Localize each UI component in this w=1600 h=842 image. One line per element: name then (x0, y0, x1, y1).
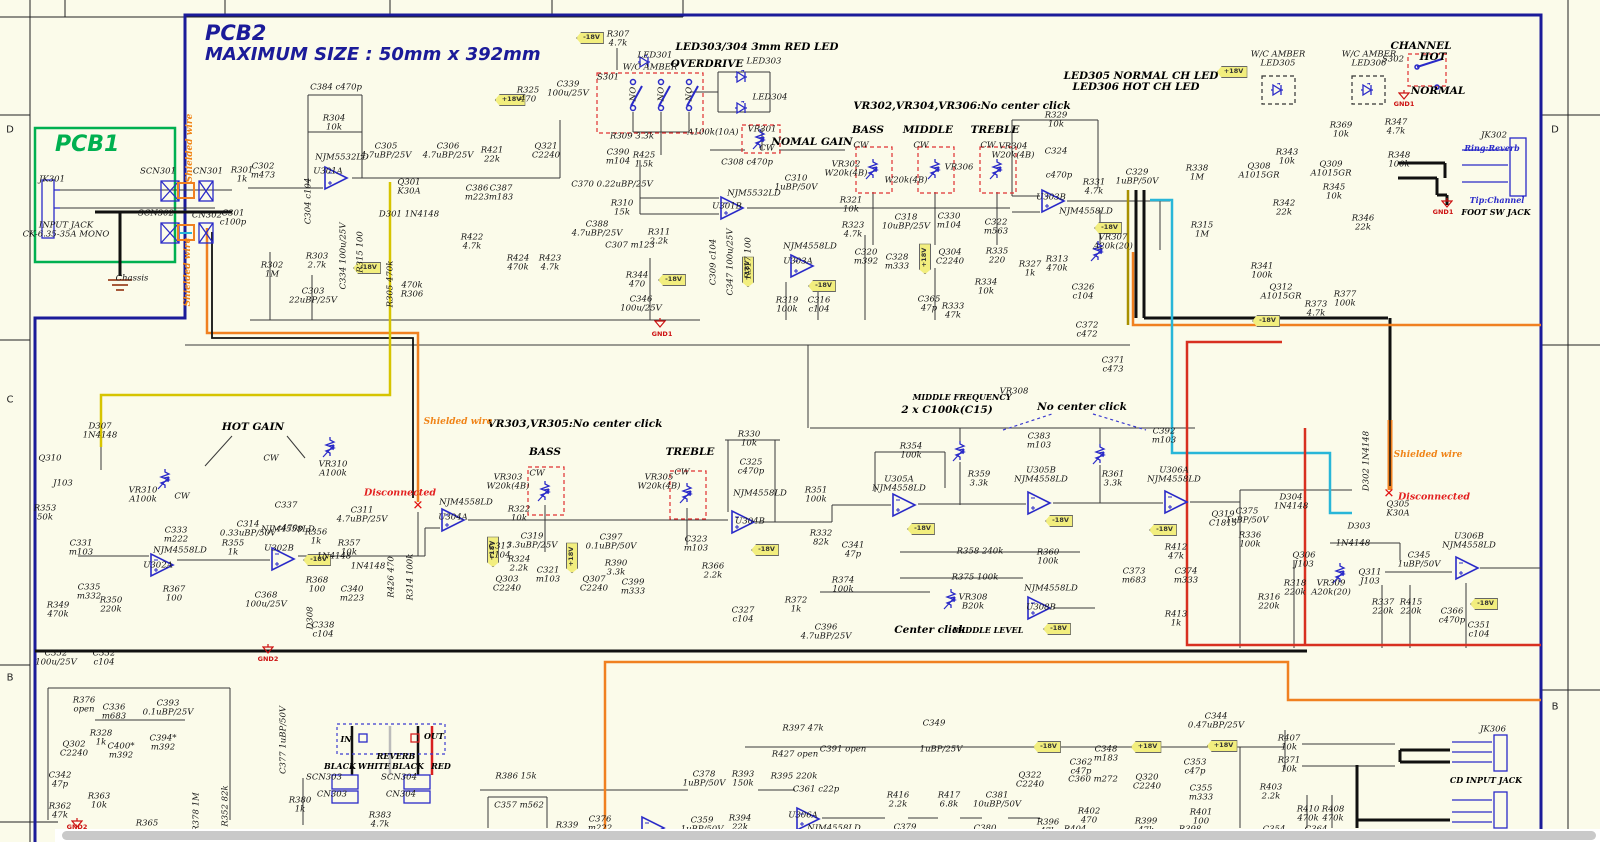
wire-network (47, 48, 1541, 828)
grid-reference-letter: D (1551, 124, 1559, 136)
pcb1-border (33, 126, 177, 264)
connector-symbols (41, 137, 1527, 829)
switch-symbols (629, 58, 1443, 112)
led-dashed-boxes (1261, 75, 1386, 105)
thick-black-wires (35, 161, 1450, 828)
connector-shells (177, 182, 420, 743)
ground-symbols (71, 90, 1453, 828)
grid-reference-letter: B (6, 672, 14, 684)
grid-reference-letter: D (6, 124, 14, 136)
signal-wire-red (1185, 340, 1541, 647)
opamp-symbols (150, 166, 1479, 840)
pcb1-title: PCB1 (55, 132, 120, 157)
red-dashed-boxes (527, 53, 1447, 520)
pcb2-border (33, 13, 1543, 842)
pcb2-name: PCB2 (205, 21, 267, 45)
blue-dashed-marks (336, 413, 1147, 755)
grid-reference-letter: C (6, 394, 14, 406)
reverb-wires (350, 726, 434, 775)
horizontal-scrollbar[interactable] (62, 831, 1596, 840)
shielded-cable-orange (205, 228, 1541, 842)
chassis-ground-icon (108, 279, 132, 291)
signal-wire-cyan (1150, 198, 1352, 515)
hot-wire-yellow (99, 182, 392, 447)
pcb2-title: PCB2 MAXIMUM SIZE : 50mm x 392mm (205, 21, 541, 66)
grid-reference-letter: B (1551, 701, 1559, 713)
pcb2-size-note: MAXIMUM SIZE : 50mm x 392mm (205, 44, 541, 66)
